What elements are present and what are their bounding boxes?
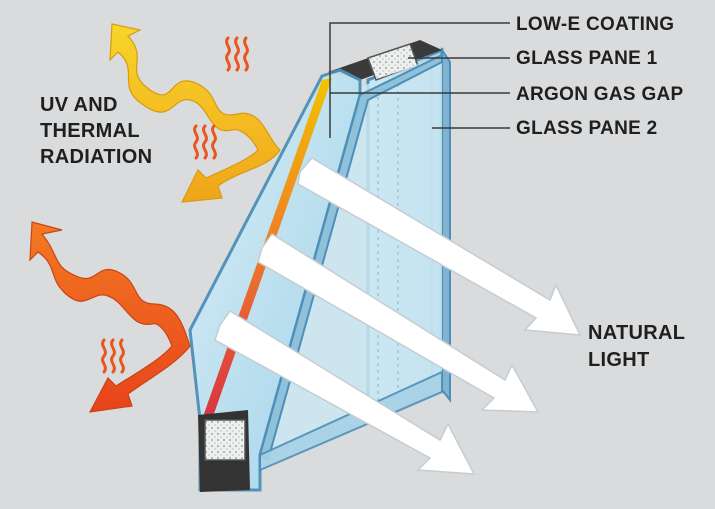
heat-waves [101, 36, 249, 374]
orange-radiation-arrow [29, 221, 191, 413]
natural-light-label: NATURAL LIGHT [588, 322, 686, 371]
heat-wave-icon [101, 338, 125, 374]
heat-wave-icon [225, 36, 249, 72]
uv-thermal-radiation-label: UV AND THERMAL RADIATION [40, 94, 153, 168]
light-ray-arrow-icon [214, 309, 476, 475]
argon-gas-gap-label: ARGON GAS GAP [516, 84, 684, 105]
light-ray-arrow-icon [297, 157, 582, 336]
low-e-coating-label: LOW-E COATING [516, 14, 675, 35]
yellow-radiation-arrow [109, 23, 281, 203]
natural-light-arrows [214, 157, 582, 475]
curved-radiation-arrow-icon [29, 221, 191, 413]
glass-pane-1-label: GLASS PANE 1 [516, 48, 658, 69]
glass-pane-2-label: GLASS PANE 2 [516, 118, 658, 139]
bottom-spacer [198, 410, 250, 492]
leader-low-e [329, 22, 510, 138]
curved-radiation-arrow-icon [109, 23, 281, 203]
heat-wave-icon [193, 124, 217, 160]
light-ray-arrow-icon [257, 232, 540, 413]
leader-lines [329, 22, 510, 138]
